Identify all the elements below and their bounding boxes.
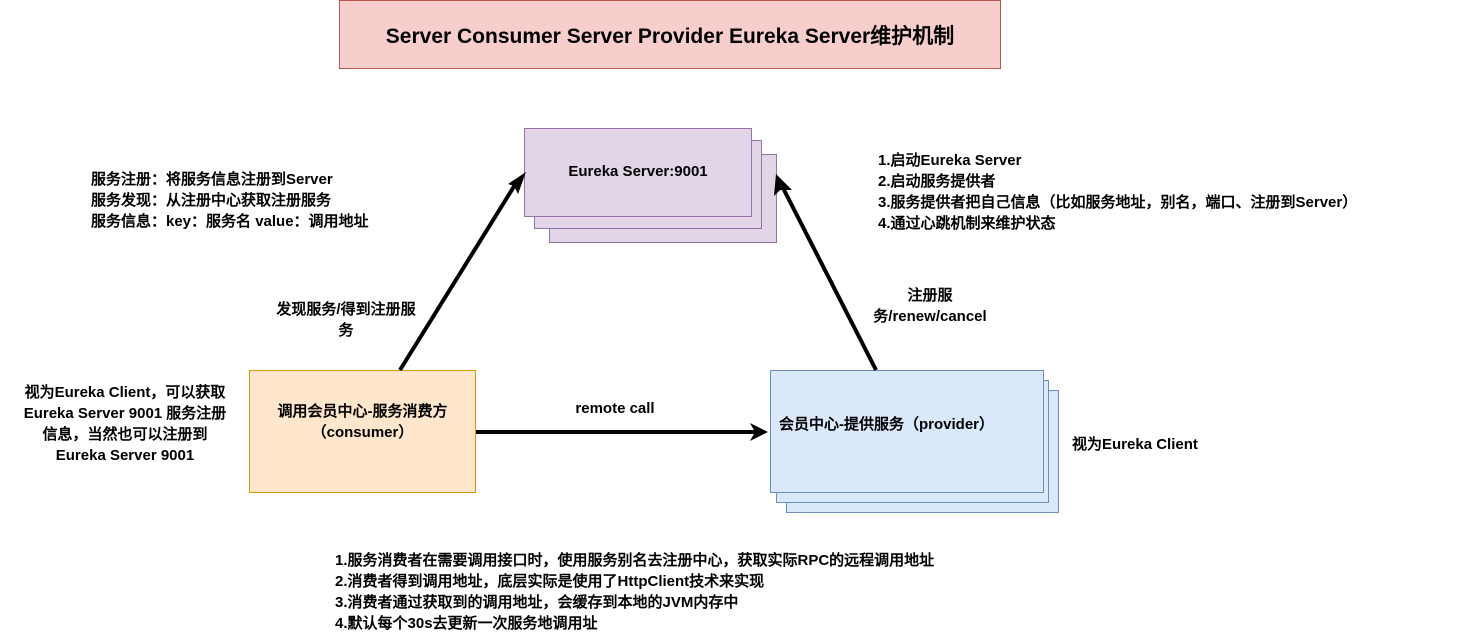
startup-step: 3.服务提供者把自己信息（比如服务地址，别名，端口、注册到Server） <box>878 194 1358 211</box>
consumer-label-line2: （consumer） <box>311 423 414 441</box>
consumer-note-line: Eureka Server 9001 <box>55 447 195 464</box>
register-arrowhead-icon <box>774 174 792 196</box>
discover-arrowhead-icon <box>508 172 526 194</box>
service-notes: 服务注册：将服务信息注册到Server 服务发现：从注册中心获取注册服务 服务信… <box>91 169 369 232</box>
provider-label: 会员中心-提供服务（provider） <box>779 415 995 433</box>
diagram-title-text: Server Consumer Server Provider Eureka S… <box>385 24 955 48</box>
provider-node[interactable]: 会员中心-提供服务（provider） <box>770 370 1044 493</box>
consumer-note-line: 视为Eureka Client，可以获取 <box>24 384 226 401</box>
consumer-steps: 1.服务消费者在需要调用接口时，使用服务别名去注册中心，获取实际RPC的远程调用… <box>335 550 934 634</box>
consumer-label-line1: 调用会员中心-服务消费方 <box>277 402 448 420</box>
register-edge[interactable] <box>780 185 878 371</box>
consumer-step: 1.服务消费者在需要调用接口时，使用服务别名去注册中心，获取实际RPC的远程调用… <box>335 552 935 569</box>
startup-step: 1.启动Eureka Server <box>878 152 1022 169</box>
discover-label-line1: 发现服务/得到注册服 <box>276 301 416 318</box>
startup-steps: 1.启动Eureka Server 2.启动服务提供者 3.服务提供者把自己信息… <box>878 150 1357 234</box>
eureka-server-label: Eureka Server:9001 <box>568 163 708 180</box>
consumer-node[interactable]: 调用会员中心-服务消费方 （consumer） <box>249 370 476 493</box>
register-label-line1: 注册服 <box>907 287 953 304</box>
consumer-note-line: Eureka Server 9001 服务注册 <box>23 405 227 422</box>
consumer-note-line: 信息，当然也可以注册到 <box>42 426 208 443</box>
discover-edge[interactable] <box>398 177 520 372</box>
discover-edge-label: 发现服务/得到注册服 务 <box>246 299 446 341</box>
startup-step: 2.启动服务提供者 <box>878 173 996 190</box>
eureka-server-node[interactable]: Eureka Server:9001 <box>524 128 752 217</box>
startup-step: 4.通过心跳机制来维护状态 <box>878 215 1056 232</box>
remote-call-label: remote call <box>575 400 655 417</box>
consumer-step: 4.默认每个30s去更新一次服务地调用址 <box>335 615 598 632</box>
discover-label-line2: 务 <box>338 322 354 339</box>
service-note: 服务注册：将服务信息注册到Server <box>91 171 333 188</box>
consumer-step: 3.消费者通过获取到的调用地址，会缓存到本地的JVM内存中 <box>335 594 739 611</box>
service-note: 服务发现：从注册中心获取注册服务 <box>91 192 332 209</box>
remote-call-arrowhead-icon <box>750 423 768 441</box>
provider-note: 视为Eureka Client <box>1072 436 1198 453</box>
consumer-step: 2.消费者得到调用地址，底层实际是使用了HttpClient技术来实现 <box>335 573 765 590</box>
register-label-line2: 务/renew/cancel <box>873 308 987 325</box>
diagram-title: Server Consumer Server Provider Eureka S… <box>339 0 1001 69</box>
service-note: 服务信息：key：服务名 value：调用地址 <box>91 213 369 230</box>
consumer-note: 视为Eureka Client，可以获取 Eureka Server 9001 … <box>0 382 250 466</box>
register-edge-label: 注册服 务/renew/cancel <box>830 285 1030 327</box>
